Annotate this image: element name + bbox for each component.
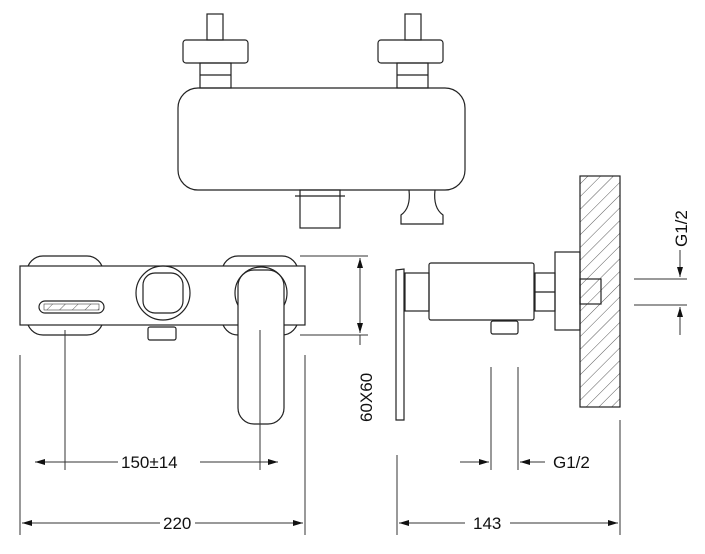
dim-inlet-thread: G1/2 (672, 210, 691, 247)
dim-width: 220 (163, 514, 191, 533)
side-view (395, 175, 687, 535)
dim-flange: 60X60 (357, 373, 376, 422)
dim-outlet-thread: G1/2 (553, 453, 590, 472)
dim-spacing: 150±14 (121, 453, 178, 472)
dim-depth: 143 (473, 514, 501, 533)
top-view (177, 13, 466, 229)
front-view (19, 255, 368, 535)
